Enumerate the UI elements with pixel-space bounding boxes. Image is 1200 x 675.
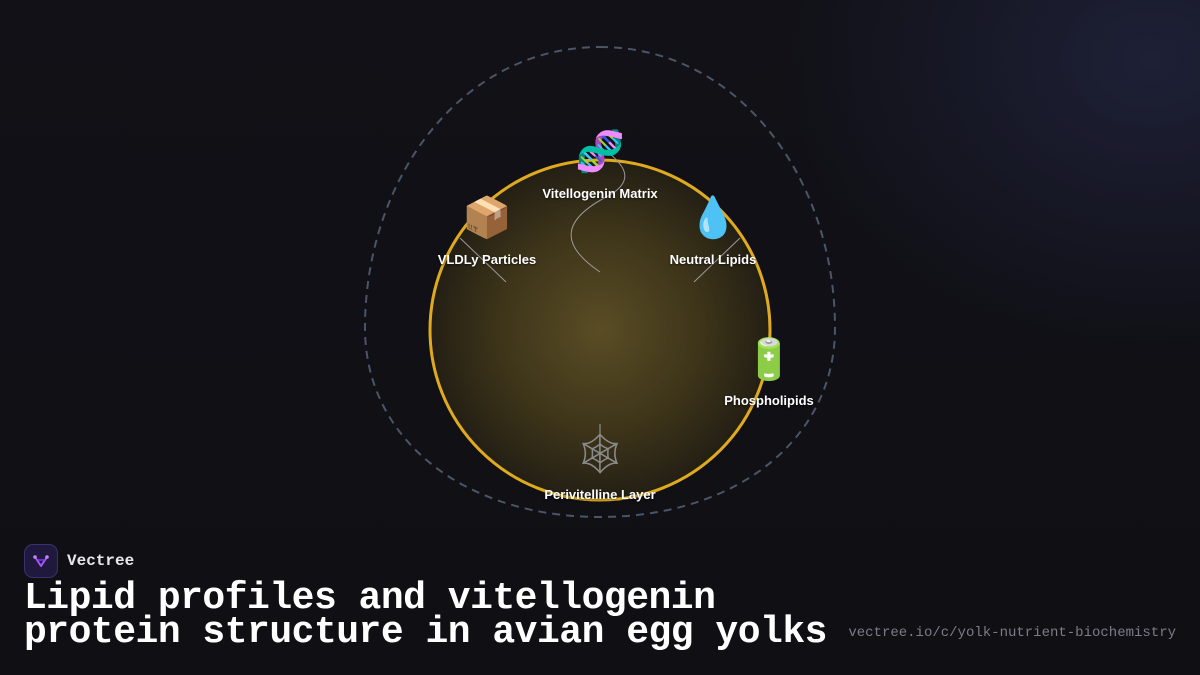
node-label-neutral-lipids: Neutral Lipids [669,252,757,267]
node-label-vitellogenin-matrix: Vitellogenin Matrix [542,186,658,201]
node-label-vldly-particles: VLDLy Particles [437,252,537,267]
brand[interactable]: Vectree [24,544,134,578]
node-label-phospholipids: Phospholipids [724,393,814,408]
connector-neutral-lipids [693,237,741,283]
vectree-logo-icon [24,544,58,578]
package-icon: 📦 [462,195,512,241]
node-label-perivitelline-layer: Perivitelline Layer [544,487,656,502]
brand-name: Vectree [67,552,135,570]
droplet-icon: 💧 [688,195,738,241]
battery-icon: 🔋 [744,337,794,383]
connector-vldly [459,237,507,283]
connector-vitellogenin [570,149,626,273]
page-title: Lipid profiles and vitellogenin protein … [24,577,827,654]
yolk-circle [428,158,772,502]
dna-icon: 🧬 [575,129,625,175]
outer-membrane-outline [363,45,837,519]
source-url[interactable]: vectree.io/c/yolk-nutrient-biochemistry [848,625,1176,641]
spider-web-icon: 🕸 [574,431,626,477]
